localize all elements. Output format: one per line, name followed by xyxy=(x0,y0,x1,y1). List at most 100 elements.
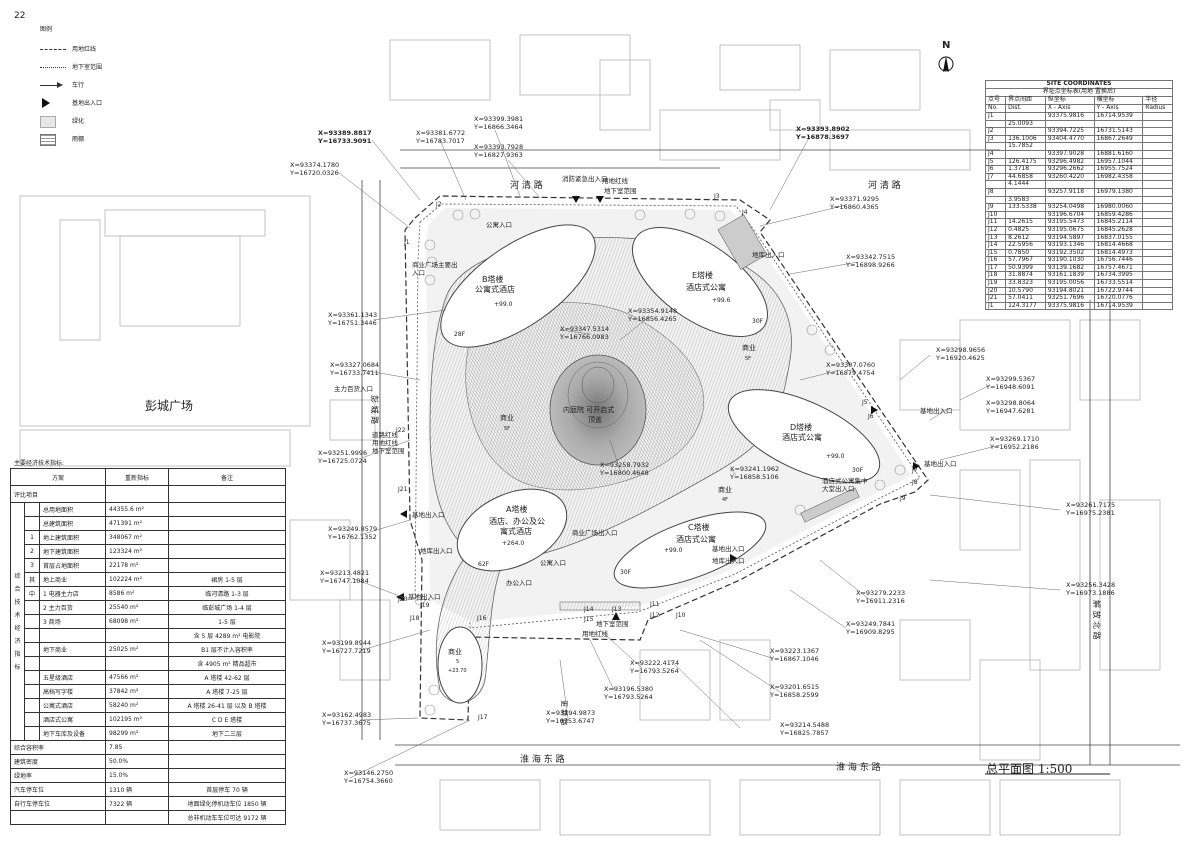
econ-cell: 中 xyxy=(24,586,40,601)
coord-cell: 16881.6160 xyxy=(1093,149,1144,159)
point-label: J16 xyxy=(476,615,487,622)
tower-floors: 30F xyxy=(620,569,632,576)
context-buildings xyxy=(19,34,1161,836)
point-label: J7 xyxy=(911,467,918,474)
entrance-label: 公寓入口 xyxy=(486,221,512,229)
entrance-label: 地下室范围 xyxy=(372,447,405,455)
commerce-height: +23.70 xyxy=(448,668,467,674)
legend-label: 绿化 xyxy=(72,118,85,125)
econ-cell: 2 主力百货 xyxy=(39,600,106,615)
econ-cell: 自行车停车位 xyxy=(10,796,106,811)
point-label: J15 xyxy=(583,616,594,623)
point-label: J5 xyxy=(861,399,868,406)
point-label: J11 xyxy=(649,601,660,608)
tower-use: 酒店式公寓 xyxy=(676,534,716,544)
coord-cell xyxy=(1142,142,1173,151)
road-edges xyxy=(361,149,1180,766)
coord-cell xyxy=(1142,248,1173,258)
econ-cell: 综合技术经济指标 xyxy=(10,502,25,741)
coord-cell xyxy=(1142,256,1173,265)
econ-cell: 公寓式酒店 xyxy=(39,698,106,713)
coord-cell xyxy=(1142,134,1173,144)
econ-cell: 地下二三层 xyxy=(168,726,286,741)
entrance-label: 基地出入口 xyxy=(412,511,445,519)
coord-cell xyxy=(1142,294,1173,303)
entrance-label: 基地出入口 xyxy=(920,407,953,415)
econ-cell: 50.0% xyxy=(105,754,169,769)
econ-cell: 1310 辆 xyxy=(105,782,169,797)
coord-cell: 0.4825 xyxy=(1005,225,1046,235)
page-number: 22 xyxy=(14,11,26,21)
canopy-swatch xyxy=(40,133,66,146)
point-label: J12 xyxy=(649,612,660,619)
econ-cell xyxy=(168,502,286,517)
econ-cell: 1-5 层 xyxy=(168,614,286,629)
econ-cell: 37842 m² xyxy=(105,684,169,699)
coord-cell xyxy=(1005,149,1046,159)
econ-cell: 备注 xyxy=(168,468,286,486)
econ-cell: 总非机动车车位可达 9172 辆 xyxy=(168,810,286,825)
entrance-label: 道路红线 xyxy=(372,431,398,439)
coord-cell: Dist. xyxy=(1005,104,1046,113)
coord-cell xyxy=(1142,187,1173,197)
road-label: 解 放 北 路 xyxy=(1092,600,1102,640)
point-label: J10 xyxy=(675,612,686,619)
plaza-label: 彭城广场 xyxy=(145,399,193,413)
coord-cell: 16845.2628 xyxy=(1093,225,1144,235)
coord-cell: Radius xyxy=(1142,104,1173,113)
tower-labels: B塔楼 公寓式酒店 28F +99.0 E塔楼 酒店式公寓 30F +99.6 … xyxy=(454,270,864,576)
tower-a xyxy=(456,488,568,572)
econ-cell: A 塔楼 7-25 层 xyxy=(168,684,286,699)
tower-height: +99.0 xyxy=(494,301,513,308)
coord-cell: 16982.4358 xyxy=(1093,172,1144,182)
commerce-floors: 5F xyxy=(745,356,751,362)
econ-cell xyxy=(168,558,286,573)
econ-cell: 3 xyxy=(24,558,40,573)
econ-cell: 临彭城广场 1-4 层 xyxy=(168,600,286,615)
econ-cell: 地下商业 xyxy=(39,642,106,657)
econ-cell: 22178 m² xyxy=(105,558,169,573)
coord-cell: 133.5338 xyxy=(1005,203,1046,212)
road-label: 淮 海 东 路 xyxy=(520,753,565,765)
econ-cell: 15.0% xyxy=(105,768,169,783)
coord-cell xyxy=(1142,157,1173,167)
tower-use: 寓式酒店 xyxy=(500,526,532,536)
point-label: J14 xyxy=(583,606,594,613)
tower-height: +264.0 xyxy=(502,540,524,547)
econ-cell: 绿地率 xyxy=(10,768,106,783)
point-label: J2 xyxy=(435,201,442,208)
entrance-label: 地库出入口 xyxy=(420,547,453,555)
coord-cell: 16867.2649 xyxy=(1093,134,1144,144)
coord-cell: 15.7852 xyxy=(1005,142,1046,151)
entrance-label: 商业广场出入口 xyxy=(572,529,618,537)
coord-cell: 16714.9539 xyxy=(1093,112,1144,121)
tower-floors: 30F xyxy=(752,318,764,325)
entrance-label: 用地红线 xyxy=(372,439,398,447)
basement-line-symbol xyxy=(40,62,66,72)
legend-title: 图例 xyxy=(40,26,53,33)
econ-cell: 2 xyxy=(24,544,40,559)
point-label: J1 xyxy=(403,239,410,246)
econ-cell: 总建筑面积 xyxy=(39,516,106,531)
entrance-label: 地下室范围 xyxy=(604,187,637,195)
coord-cell: 93375.9816 xyxy=(1044,301,1095,311)
coord-cell xyxy=(1142,180,1173,189)
econ-row: 方案重新指标备注 xyxy=(10,468,286,486)
coord-cell: J1 xyxy=(984,301,1007,311)
